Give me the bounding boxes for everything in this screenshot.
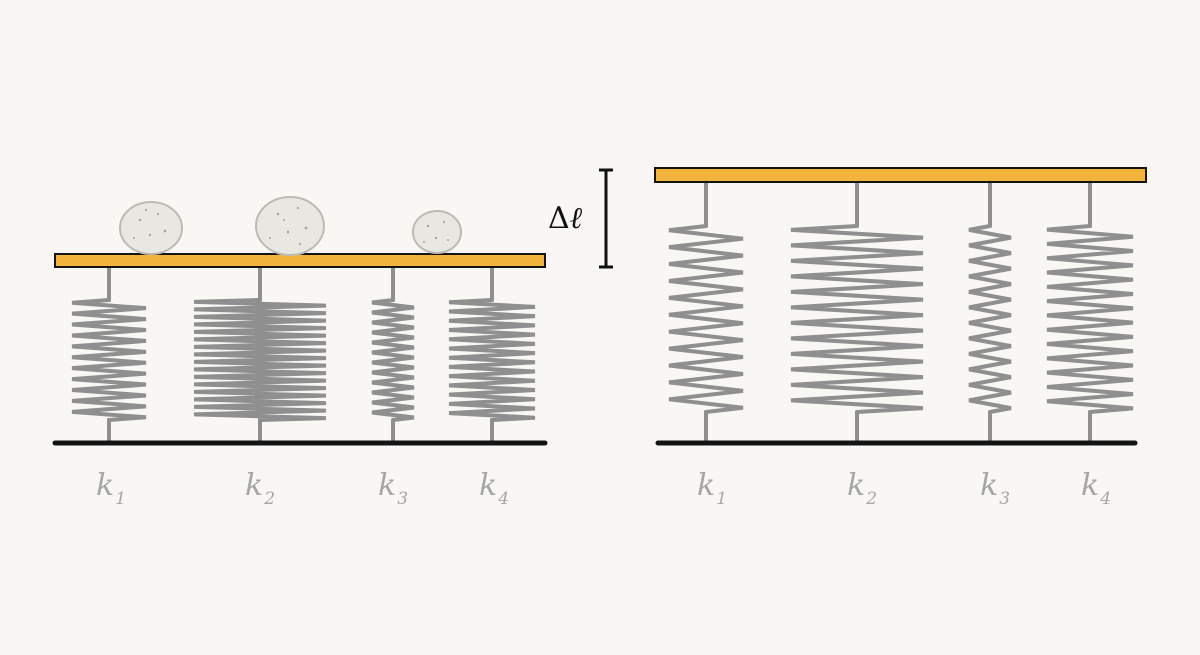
right-spring-k3-coil xyxy=(968,224,1012,414)
right-spring-k1-coil xyxy=(668,224,744,414)
right-spring-k4-coil xyxy=(1046,224,1134,414)
right-spring-k1 xyxy=(668,180,744,445)
right-label-k2: k2 xyxy=(847,468,877,509)
right-platform xyxy=(654,167,1147,183)
left-label-k2: k2 xyxy=(245,468,275,509)
left-label-k3: k3 xyxy=(378,468,408,509)
left-spring-k1 xyxy=(71,265,147,445)
rock-3 xyxy=(412,210,462,254)
rock-2 xyxy=(255,196,325,256)
left-label-k1: k1 xyxy=(96,468,126,509)
left-spring-k4-coil xyxy=(448,298,536,422)
right-label-k1: k1 xyxy=(697,468,727,509)
left-platform xyxy=(54,253,546,268)
left-spring-k3 xyxy=(371,265,415,445)
unloaded-panel: k1 k2 k3 k4 xyxy=(654,167,1147,509)
left-spring-k1-coil xyxy=(71,298,147,422)
right-spring-k3 xyxy=(968,180,1012,445)
right-spring-k2 xyxy=(790,180,924,445)
right-spring-k2-coil xyxy=(790,224,924,414)
left-spring-k2 xyxy=(193,265,327,445)
loaded-panel: k1 k2 k3 k4 xyxy=(52,196,548,509)
right-spring-k4 xyxy=(1046,180,1134,445)
left-spring-k2-coil xyxy=(193,298,327,422)
left-label-k4: k4 xyxy=(479,468,509,509)
displacement-indicator: Δℓ xyxy=(548,168,613,269)
left-spring-k3-coil xyxy=(371,298,415,422)
left-spring-k4 xyxy=(448,265,536,445)
rock-1 xyxy=(119,201,183,255)
right-label-k4: k4 xyxy=(1081,468,1111,509)
displacement-label: Δℓ xyxy=(548,201,583,236)
right-label-k3: k3 xyxy=(980,468,1010,509)
